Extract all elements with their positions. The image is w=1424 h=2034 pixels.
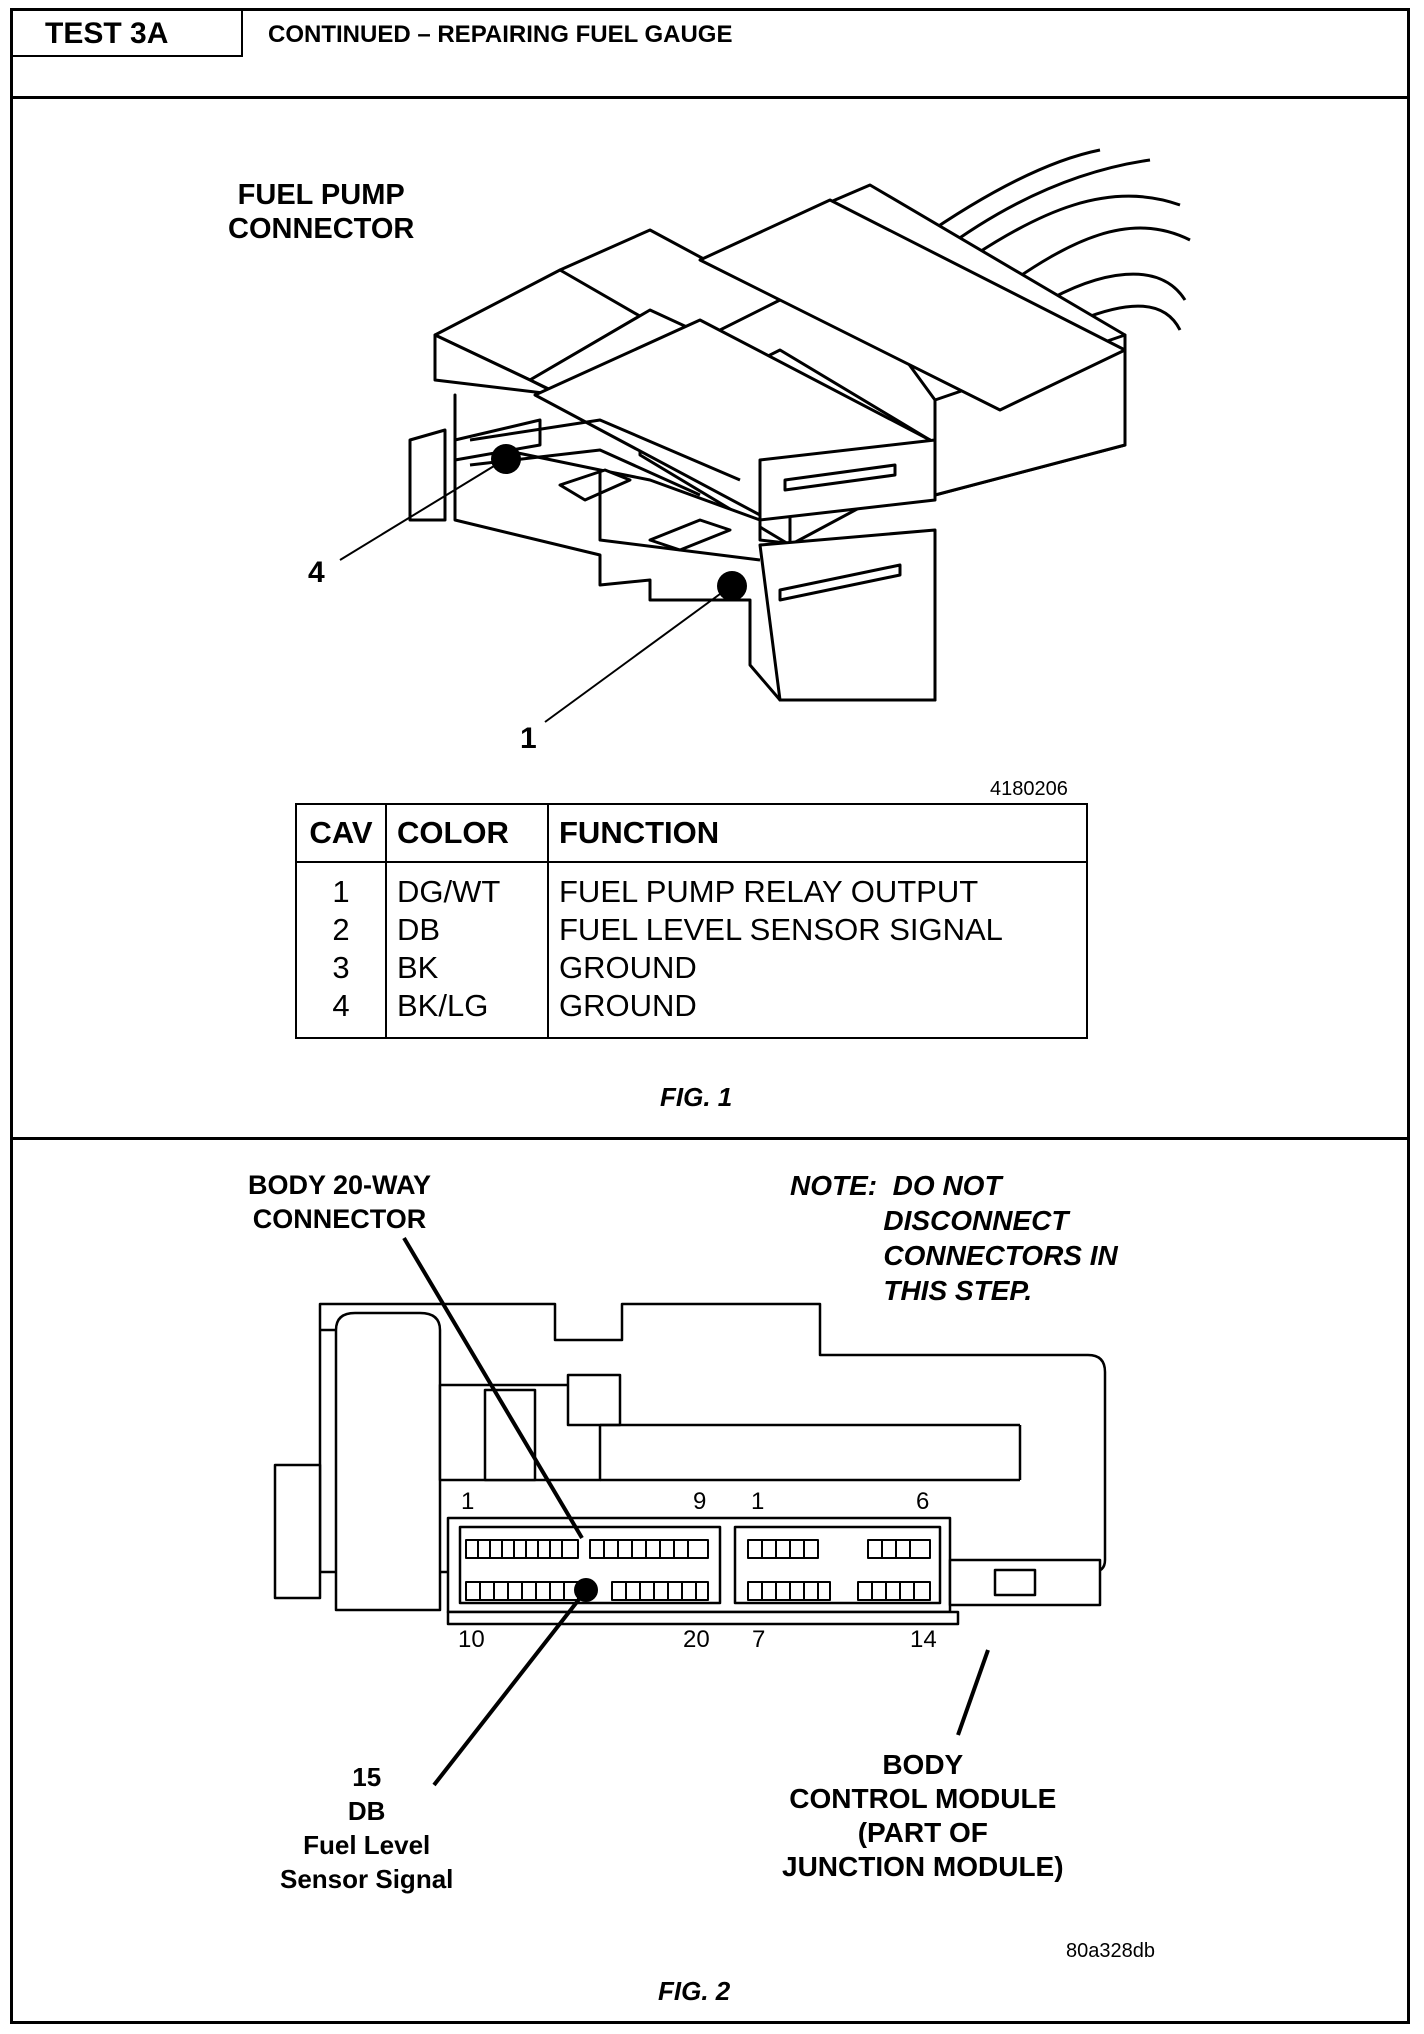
fig1-part-number: 4180206 — [990, 778, 1068, 800]
column-header: COLOR — [386, 804, 549, 863]
pin-label: 9 — [693, 1488, 707, 1515]
header-row: TEST 3A CONTINUED – REPAIRING FUEL GAUGE — [13, 11, 1407, 99]
table-cell: FUEL LEVEL SENSOR SIGNAL — [548, 911, 1088, 949]
test-id: TEST 3A — [13, 11, 243, 57]
table-cell: 4 — [296, 987, 387, 1038]
table-row: 4 BK/LG GROUND — [296, 987, 1088, 1038]
body-connector-label: BODY 20-WAY CONNECTOR — [248, 1170, 432, 1234]
table-row: 1 DG/WT FUEL PUMP RELAY OUTPUT — [296, 862, 1088, 911]
table-cell: GROUND — [548, 949, 1088, 987]
pin-label: 20 — [683, 1626, 710, 1653]
table-header-row: CAV COLOR FUNCTION — [296, 804, 1088, 863]
table-cell: 2 — [296, 911, 387, 949]
page-frame: TEST 3A CONTINUED – REPAIRING FUEL GAUGE — [10, 8, 1410, 2024]
pin-label: 1 — [461, 1488, 475, 1515]
fig1-caption: FIG. 1 — [660, 1082, 733, 1112]
cavity-table: CAV COLOR FUNCTION 1 DG/WT FUEL PUMP REL… — [295, 803, 1088, 1039]
callout-cavity-4: 4 — [308, 556, 325, 589]
table-cell: 1 — [296, 862, 387, 911]
table-row: 3 BK GROUND — [296, 949, 1088, 987]
table-cell: DG/WT — [386, 862, 549, 911]
page-title: CONTINUED – REPAIRING FUEL GAUGE — [268, 21, 733, 48]
table-cell: FUEL PUMP RELAY OUTPUT — [548, 862, 1088, 911]
fig2-caption: FIG. 2 — [658, 1976, 731, 2006]
fuel-pump-connector-drawing — [339, 148, 1191, 723]
figure-divider — [13, 1137, 1407, 1140]
fig2-part-number: 80a328db — [1066, 1940, 1155, 1962]
pin-label: 10 — [458, 1626, 485, 1653]
pin-label: 1 — [751, 1488, 765, 1515]
table-cell: GROUND — [548, 987, 1088, 1038]
table-cell: BK/LG — [386, 987, 549, 1038]
pin-label: 6 — [916, 1488, 930, 1515]
table-cell: DB — [386, 911, 549, 949]
table-cell: 3 — [296, 949, 387, 987]
column-header: CAV — [296, 804, 387, 863]
body-control-module-label: BODY CONTROL MODULE (PART OF JUNCTION MO… — [782, 1749, 1064, 1882]
connector-pin-rows — [465, 1539, 931, 1601]
column-header: FUNCTION — [548, 804, 1088, 863]
fuel-pump-connector-label: FUEL PUMP CONNECTOR — [228, 179, 415, 245]
table-cell: BK — [386, 949, 549, 987]
table-row: 2 DB FUEL LEVEL SENSOR SIGNAL — [296, 911, 1088, 949]
pin-label: 7 — [752, 1626, 766, 1653]
pin-label: 14 — [910, 1626, 937, 1653]
note-text: NOTE: DO NOT DISCONNECT CONNECTORS IN TH… — [790, 1170, 1118, 1306]
pin-15-callout: 15 DB Fuel Level Sensor Signal — [280, 1762, 454, 1894]
callout-cavity-1: 1 — [520, 722, 537, 755]
body-control-module-drawing — [273, 1236, 1107, 1787]
